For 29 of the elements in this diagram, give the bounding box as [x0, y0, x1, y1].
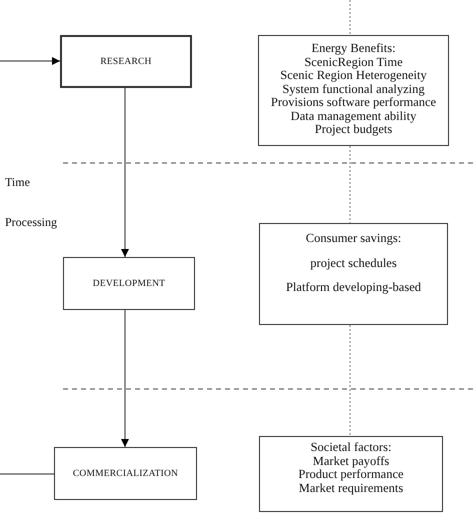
box-label: COMMERCIALIZATION: [72, 468, 178, 478]
list-item: Market payoffs: [312, 454, 390, 468]
list-item: Data management ability: [290, 110, 416, 123]
list-item: project schedules: [310, 256, 397, 270]
list-item: Project budgets: [314, 123, 392, 136]
process-box: [54, 447, 197, 500]
axis-label: Processing: [5, 215, 57, 230]
box-label: RESEARCH: [100, 56, 152, 66]
list-item: System functional analyzing: [282, 82, 425, 96]
list-item: ScenicRegion Time: [304, 56, 403, 69]
list-item: Provisions software performance: [270, 96, 436, 110]
list-item: Platform developing-based: [286, 281, 422, 294]
info-box: [259, 436, 443, 512]
box-label: DEVELOPMENT: [92, 278, 166, 288]
process-box: [63, 257, 195, 310]
arrow: [121, 310, 129, 447]
arrow: [121, 88, 129, 257]
connector-line: [0, 473, 54, 475]
list-item: Product performance: [298, 468, 404, 482]
list-item: Market requirements: [298, 482, 404, 495]
axis-label: Time: [5, 175, 30, 190]
arrow: [0, 57, 60, 65]
box-heading: Consumer savings:: [306, 232, 402, 246]
list-item: Scenic Region Heterogeneity: [280, 69, 427, 82]
box-heading: Societal factors:: [310, 441, 392, 454]
info-box: [258, 35, 449, 146]
info-box: [259, 223, 448, 325]
box-heading: Energy Benefits:: [311, 42, 396, 56]
process-box: [60, 35, 192, 88]
